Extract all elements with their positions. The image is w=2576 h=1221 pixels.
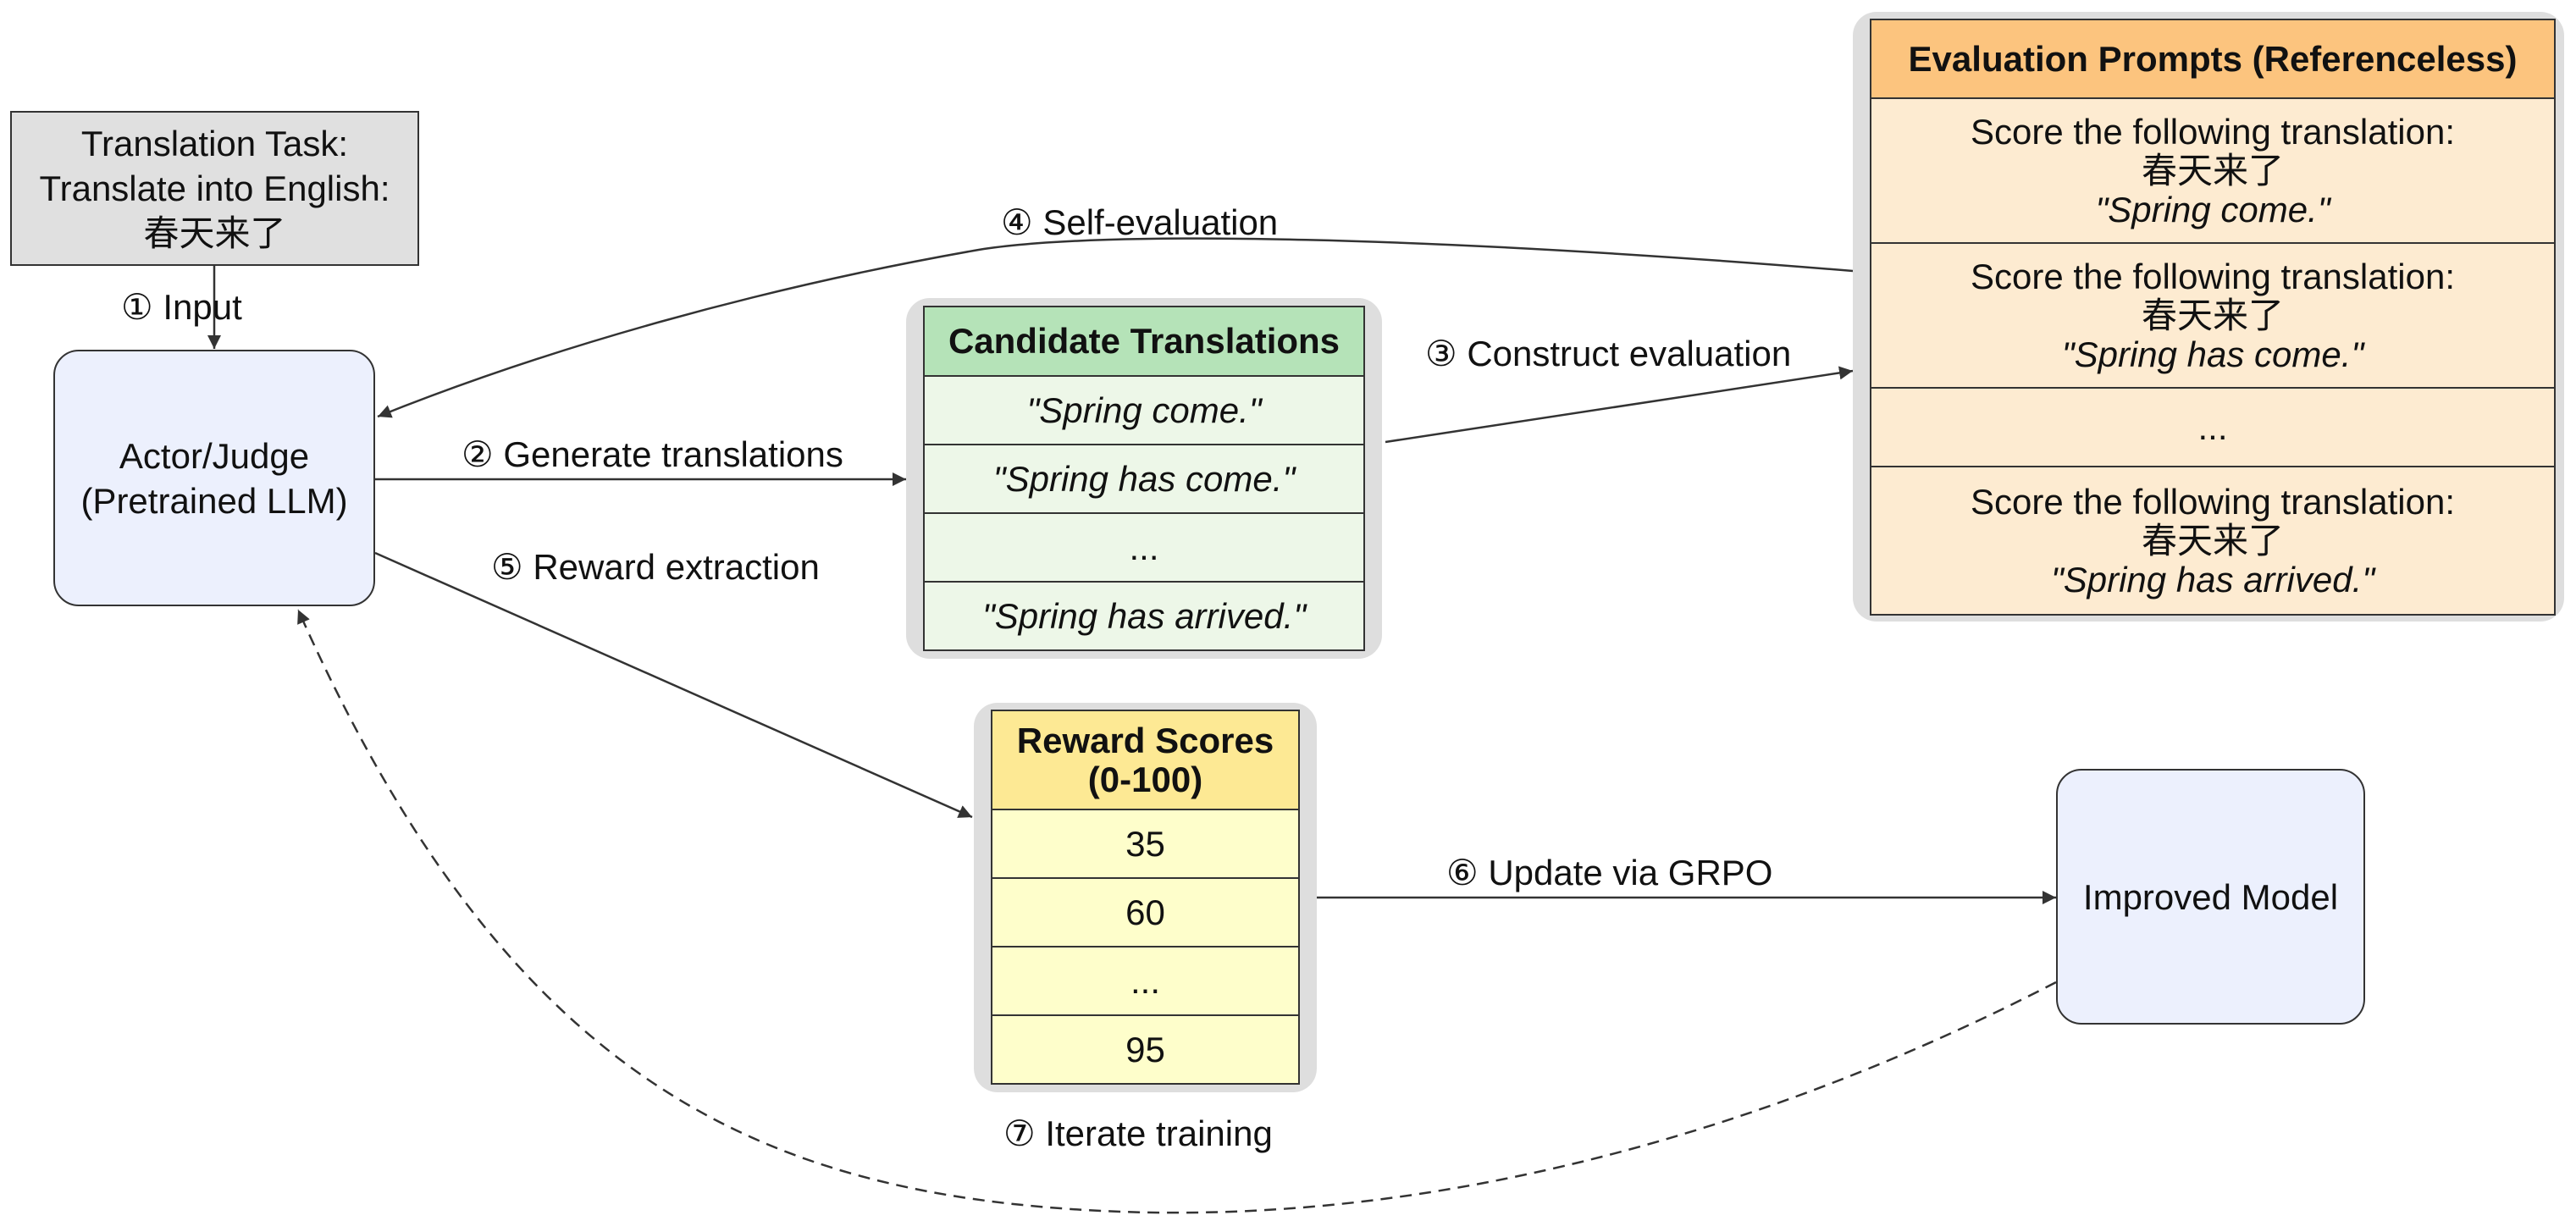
- reward-header-range: (0-100): [1087, 759, 1203, 799]
- task-line-2: Translate into English:: [39, 169, 390, 208]
- arrow-reward-extraction: [374, 551, 973, 819]
- translation-task-box: Translation Task: Translate into English…: [10, 111, 419, 266]
- reward-scores-table: Reward Scores (0-100) 35 60 ... 95: [991, 710, 1300, 1085]
- improved-model-box: Improved Model: [2056, 769, 2365, 1025]
- arrow-construct: [1385, 366, 1854, 444]
- reward-score-ellipsis: ...: [992, 948, 1298, 1016]
- eval-prompt-instruction: Score the following translation:: [1971, 481, 2455, 522]
- step-reward-extraction-label: ⑤ Reward extraction: [491, 547, 820, 587]
- eval-prompt-instruction: Score the following translation:: [1971, 256, 2455, 296]
- candidate-translations-table: Candidate Translations "Spring come." "S…: [923, 306, 1365, 651]
- eval-prompt-source: 春天来了: [2141, 149, 2284, 191]
- step-construct-label: ③ Construct evaluation: [1425, 334, 1792, 373]
- eval-prompt-item: Score the following translation: 春天来了 "S…: [1871, 99, 2554, 244]
- step-input-label: ① Input: [121, 287, 242, 327]
- step-self-eval-label: ④ Self-evaluation: [1001, 202, 1279, 242]
- task-source-text: 春天来了: [143, 213, 286, 254]
- evaluation-prompts-table: Evaluation Prompts (Referenceless) Score…: [1870, 19, 2556, 616]
- actor-sublabel: (Pretrained LLM): [80, 480, 348, 521]
- eval-prompt-translation: "Spring come.": [2095, 189, 2330, 229]
- reward-header-title: Reward Scores: [1016, 720, 1274, 760]
- candidate-item: "Spring has arrived.": [925, 583, 1363, 649]
- step-update-label: ⑥ Update via GRPO: [1446, 853, 1773, 892]
- arrow-self-evaluation: [377, 237, 1854, 418]
- eval-prompt-translation: "Spring has arrived.": [2050, 559, 2375, 599]
- candidate-item: "Spring has come.": [925, 445, 1363, 514]
- arrow-iterate: [296, 609, 2057, 1214]
- actor-judge-model: Actor/Judge (Pretrained LLM): [53, 350, 375, 606]
- reward-score-value: 60: [992, 879, 1298, 948]
- candidates-header: Candidate Translations: [925, 307, 1363, 377]
- eval-prompt-source: 春天来了: [2141, 294, 2284, 336]
- reward-score-value: 35: [992, 810, 1298, 879]
- eval-prompts-header: Evaluation Prompts (Referenceless): [1871, 20, 2554, 99]
- eval-prompt-source: 春天来了: [2141, 519, 2284, 561]
- eval-prompt-translation: "Spring has come.": [2061, 334, 2364, 374]
- eval-prompt-item: Score the following translation: 春天来了 "S…: [1871, 244, 2554, 389]
- eval-prompt-ellipsis: ...: [1871, 389, 2554, 467]
- reward-score-value: 95: [992, 1016, 1298, 1083]
- eval-prompt-item: Score the following translation: 春天来了 "S…: [1871, 467, 2554, 614]
- actor-label: Actor/Judge: [119, 435, 310, 476]
- step-iterate-label: ⑦ Iterate training: [1003, 1113, 1273, 1153]
- reward-scores-header: Reward Scores (0-100): [992, 711, 1298, 810]
- eval-prompt-instruction: Score the following translation:: [1971, 111, 2455, 152]
- task-line-1: Translation Task:: [80, 124, 349, 163]
- step-generate-label: ② Generate translations: [462, 434, 843, 474]
- candidate-item: "Spring come.": [925, 377, 1363, 445]
- candidate-item-ellipsis: ...: [925, 514, 1363, 583]
